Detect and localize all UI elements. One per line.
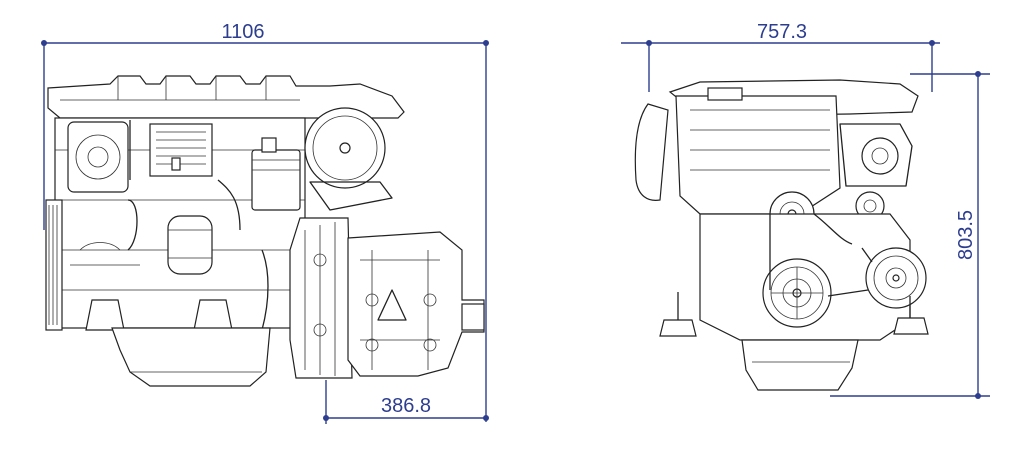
dimension-front-width: 757.3 bbox=[621, 21, 940, 92]
engine-side-view bbox=[45, 75, 485, 387]
front-height-label: 803.5 bbox=[955, 210, 977, 260]
dimension-front-height: 803.5 bbox=[830, 71, 990, 399]
front-width-label: 757.3 bbox=[757, 21, 807, 43]
engine-front-view bbox=[634, 79, 929, 391]
dimension-gearbox-length: 386.8 bbox=[323, 380, 489, 424]
gearbox-length-label: 386.8 bbox=[381, 395, 431, 417]
side-length-label: 1106 bbox=[221, 21, 264, 43]
dimension-side-length: 1106 bbox=[41, 21, 489, 422]
